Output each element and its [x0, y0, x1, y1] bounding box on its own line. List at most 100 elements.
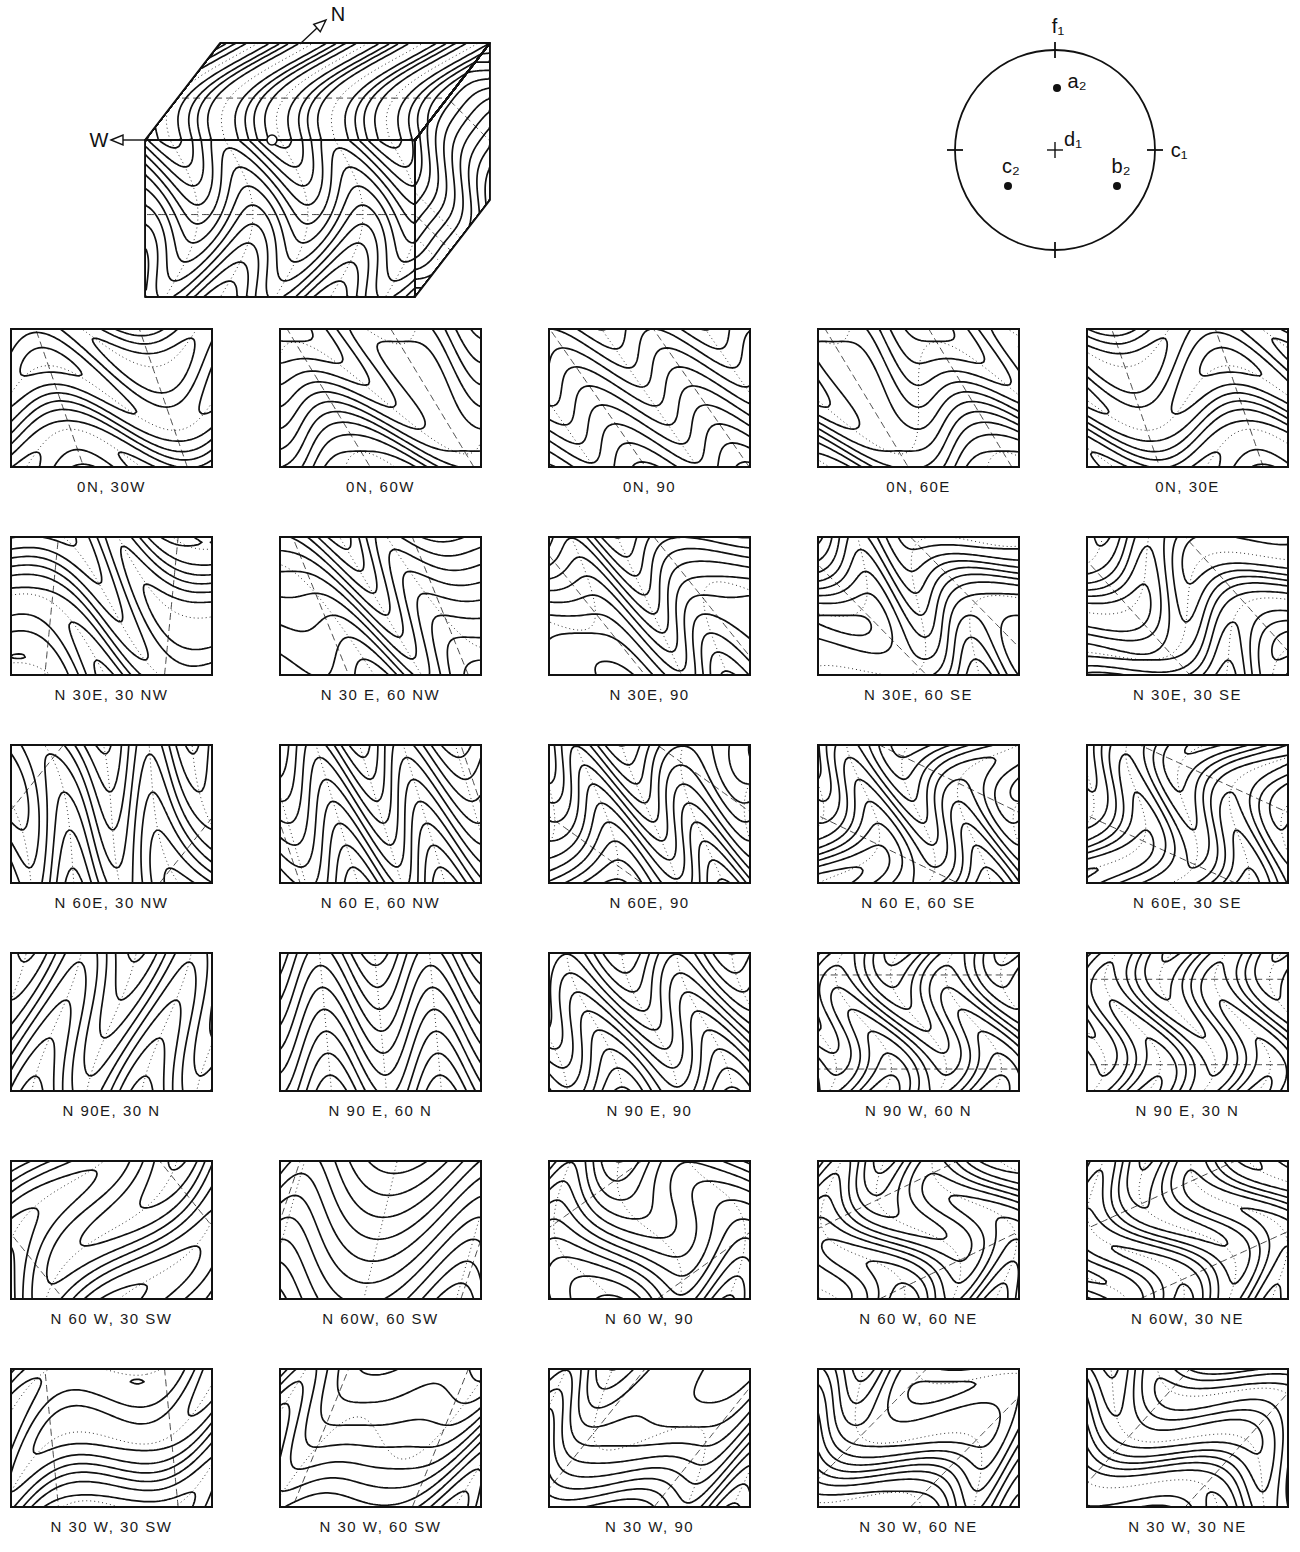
layer-contour	[817, 1160, 1020, 1300]
block-right-face	[415, 43, 490, 297]
layer-contour	[817, 952, 1020, 1092]
fold-pattern	[279, 1160, 482, 1300]
panel-frame	[818, 329, 1019, 467]
layer-contour	[1086, 952, 1289, 1092]
layer-contour	[548, 744, 751, 860]
panel-frame	[11, 329, 212, 467]
layer-contour	[1086, 1160, 1289, 1300]
axial-trace-dashed	[287, 328, 473, 468]
layer-contour	[817, 536, 1020, 549]
axial-trace-dotted	[1086, 328, 1289, 468]
layer-contour	[349, 744, 471, 757]
layer-contour	[817, 536, 1020, 676]
layer-contour	[1086, 1368, 1289, 1508]
layer-contour	[279, 952, 482, 1092]
layer-contour	[10, 744, 213, 884]
layer-contour	[548, 1368, 751, 1465]
layer-contour	[1086, 536, 1289, 676]
layer-contour	[279, 744, 482, 884]
layer-contour	[1086, 328, 1289, 468]
layer-contour	[817, 744, 1020, 884]
layer-contour	[548, 328, 751, 406]
layer-contour	[279, 952, 482, 1009]
layer-contour	[1086, 536, 1289, 676]
layer-contour	[10, 1368, 213, 1508]
layer-contour	[817, 536, 1020, 676]
section-caption: N 90 W, 60 N	[817, 1102, 1020, 1120]
layer-contour	[548, 1368, 751, 1508]
layer-contour	[548, 328, 751, 463]
tick-mark	[947, 149, 963, 151]
layer-contour	[548, 952, 751, 1092]
tick-mark	[1054, 42, 1056, 58]
layer-contour	[548, 1160, 751, 1257]
layer-contour	[10, 328, 213, 468]
layer-contour	[279, 328, 482, 468]
axis-label: b₂	[1112, 155, 1131, 177]
layer-contour	[817, 1368, 1020, 1508]
axial-trace-dashed	[36, 328, 187, 468]
layer-contour	[279, 328, 482, 468]
layer-contour	[279, 952, 482, 1092]
layer-contour	[817, 536, 1020, 676]
layer-contour	[279, 536, 482, 659]
stereonet-points	[1004, 84, 1121, 190]
layer-contour	[1086, 744, 1289, 884]
layer-contour	[1086, 1368, 1289, 1508]
fold-pattern	[1086, 328, 1289, 468]
axis-label: f₁	[1052, 15, 1064, 37]
stereonet-circle	[955, 50, 1155, 250]
layer-contour	[279, 328, 482, 468]
layer-contour	[415, 44, 490, 184]
panel-frame	[280, 329, 481, 467]
layer-contour	[10, 328, 213, 468]
layer-contour	[1086, 536, 1289, 676]
layer-contour	[10, 1160, 205, 1246]
section-panel: N 90 E, 90	[548, 952, 751, 1120]
layer-contour	[817, 744, 1020, 884]
axial-trace-dashed	[825, 328, 1011, 468]
layer-contour	[279, 1368, 482, 1425]
axial-trace-dotted	[279, 536, 482, 676]
layer-contour	[145, 140, 415, 243]
fold-pattern	[817, 328, 1020, 468]
layer-contour	[548, 744, 751, 784]
layer-contour	[279, 1368, 482, 1508]
layer-contour	[1086, 952, 1289, 1076]
layer-contour	[415, 44, 490, 288]
layer-contour	[1086, 1368, 1289, 1508]
section-caption: N 30 E, 60 NW	[279, 686, 482, 704]
layer-contour	[1086, 536, 1289, 676]
layer-contour	[587, 1368, 751, 1408]
layer-contour	[279, 1368, 482, 1491]
layer-contour	[279, 744, 482, 884]
layer-contour	[10, 536, 213, 622]
layer-contour	[548, 1160, 751, 1300]
section-caption: N 60E, 90	[548, 894, 751, 912]
layer-contour	[10, 1160, 213, 1300]
layer-contour	[548, 328, 751, 468]
layer-contour	[308, 536, 464, 593]
layer-contour	[605, 744, 751, 765]
panel-frame	[818, 1161, 1019, 1299]
layer-contour	[10, 952, 213, 1092]
layer-contour	[10, 328, 213, 468]
block-outline	[145, 43, 490, 297]
axial-trace-dotted	[548, 536, 751, 676]
layer-contour	[1086, 328, 1289, 468]
layer-contour	[817, 744, 1020, 884]
layer-contour	[1086, 952, 1289, 1092]
panel-frame	[11, 953, 212, 1091]
panel-frame	[818, 745, 1019, 883]
layer-contour	[548, 328, 751, 468]
layer-contour	[548, 952, 751, 1092]
layer-contour	[361, 952, 482, 965]
layer-contour	[1145, 952, 1289, 1000]
layer-contour	[1086, 952, 1289, 1092]
layer-contour	[817, 952, 1020, 1092]
layer-contour	[1086, 744, 1289, 884]
layer-contour	[10, 1368, 213, 1508]
layer-contour	[817, 952, 1020, 1092]
layer-contour	[817, 536, 1020, 676]
panel-frame	[11, 1369, 212, 1507]
